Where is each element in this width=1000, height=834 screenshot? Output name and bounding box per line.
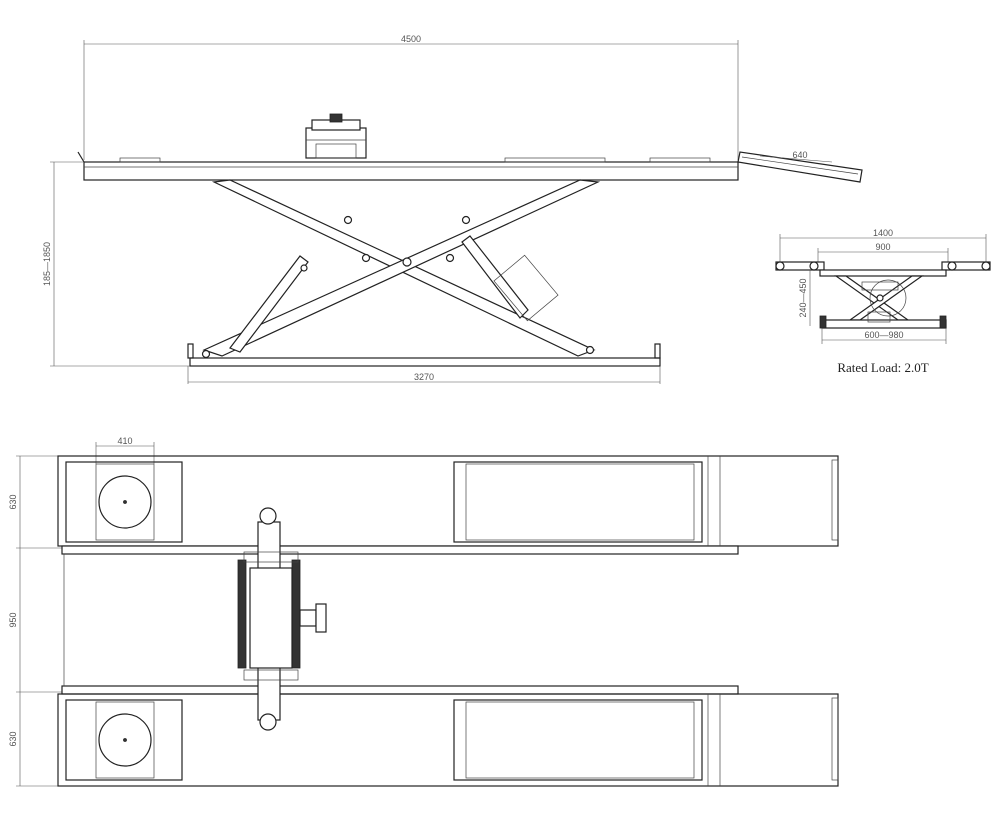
gap-width-label: 950: [8, 612, 18, 627]
base-length-label: 3270: [414, 372, 434, 382]
dimension-base-width: 600—980: [821, 328, 947, 344]
top-platform-upper: [57, 455, 839, 555]
dimension-height: 185—1850: [42, 161, 190, 367]
base-width-label: 600—980: [864, 330, 903, 340]
height-range-label: 185—1850: [42, 242, 52, 286]
outer-width-label: 1400: [873, 228, 893, 238]
dimension-widths: 630 950 630: [8, 455, 62, 787]
pad-height-label: 240—450: [798, 278, 808, 317]
ramp-length-label: 640: [792, 150, 807, 160]
top-jack-beam: [237, 507, 327, 731]
side-base: 3270: [187, 343, 661, 384]
dimension-total-length: 4500: [83, 34, 739, 160]
end-scissor: [834, 275, 924, 321]
inner-width-label: 900: [875, 242, 890, 252]
dimension-pad-height: 240—450: [798, 270, 811, 326]
top-view: 630 950 630 410: [8, 436, 839, 787]
dimension-outer-width: 1400: [779, 228, 987, 262]
dimension-pad-width: 410: [95, 436, 155, 464]
side-platform: [77, 151, 739, 181]
end-base: [819, 311, 947, 329]
end-view: 1400 900: [775, 228, 991, 375]
side-jack-unit: [305, 113, 367, 159]
side-ramp: 640: [737, 150, 863, 183]
platform-width-top-label: 630: [8, 494, 18, 509]
side-scissor-arms: [201, 179, 601, 359]
platform-width-bottom-label: 630: [8, 731, 18, 746]
total-length-label: 4500: [401, 34, 421, 44]
dimension-inner-width: 900: [817, 242, 949, 262]
rated-load-label: Rated Load: 2.0T: [837, 360, 928, 375]
end-platform: [775, 261, 991, 277]
pad-width-label: 410: [117, 436, 132, 446]
top-platform-lower: [57, 685, 839, 787]
side-view: 4500 640: [42, 34, 863, 384]
